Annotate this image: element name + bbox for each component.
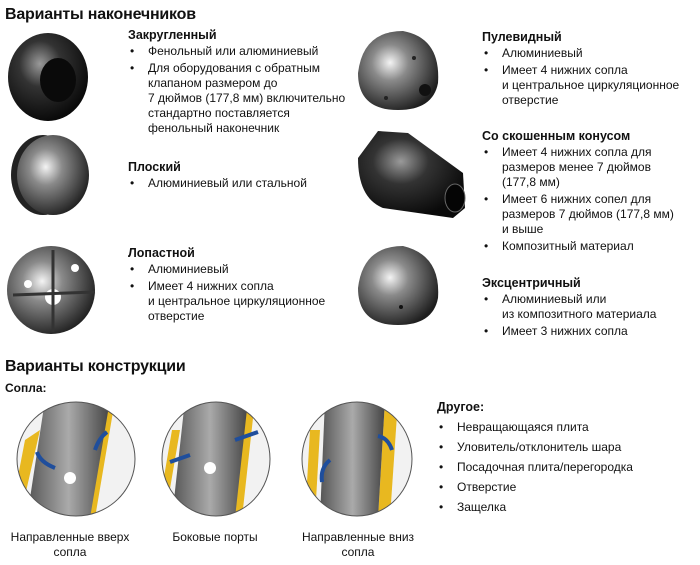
- bullet: Имеет 6 нижних сопел для размеров 7 дюйм…: [482, 192, 674, 237]
- flat-tip-image: [11, 135, 89, 215]
- bullet: Алюминиевый или стальной: [128, 176, 307, 191]
- beveled-cone-tip-image: [358, 131, 466, 218]
- rounded-tip-image: [8, 33, 88, 121]
- tip-paddle: ЛопастнойАлюминиевыйИмеет 4 нижних сопла…: [128, 246, 325, 326]
- bullet-tip-image: [358, 31, 439, 110]
- bullet: Имеет 4 нижних сопла для размеров менее …: [482, 145, 674, 190]
- other-options: Другое: Невращающаяся плита Уловитель/от…: [437, 400, 633, 520]
- tip-name: Пулевидный: [482, 30, 562, 44]
- side-ports-image: [161, 401, 271, 517]
- bullet: Имеет 4 нижних сопла и центральное цирку…: [128, 279, 325, 324]
- upward-nozzles-image: [16, 401, 136, 517]
- bullet: Имеет 3 нижних сопла: [482, 324, 656, 339]
- bullet: Композитный материал: [482, 239, 674, 254]
- downward-nozzles-image: [301, 401, 413, 517]
- design-section-title: Варианты конструкции: [5, 358, 186, 375]
- tip-bullet: ПулевидныйАлюминиевыйИмеет 4 нижних сопл…: [482, 30, 679, 110]
- bullet: Алюминиевый или из композитного материал…: [482, 292, 656, 322]
- eccentric-tip-image: [358, 246, 439, 325]
- other-label: Другое:: [437, 400, 485, 414]
- caption-side-ports: Боковые порты: [172, 530, 258, 544]
- tip-eccentric: ЭксцентричныйАлюминиевый или из композит…: [482, 276, 656, 341]
- tips-section-title: Варианты наконечников: [5, 6, 196, 23]
- tip-beveled-cone: Со скошенным конусомИмеет 4 нижних сопла…: [482, 129, 674, 256]
- bullet: Алюминиевый: [128, 262, 325, 277]
- nozzles-label: Сопла:: [5, 381, 47, 395]
- bullet: Фенольный или алюминиевый: [128, 44, 345, 59]
- caption-upward-nozzles: Направленные вверх сопла: [10, 530, 130, 559]
- other-item: Отверстие: [437, 480, 633, 495]
- tip-name: Плоский: [128, 160, 181, 174]
- paddle-tip-image: [7, 246, 96, 334]
- other-item: Посадочная плита/перегородка: [437, 460, 633, 475]
- tip-flat: ПлоскийАлюминиевый или стальной: [128, 160, 307, 193]
- other-item: Защелка: [437, 500, 633, 515]
- bullet: Имеет 4 нижних сопла и центральное цирку…: [482, 63, 679, 108]
- bullet: Алюминиевый: [482, 46, 679, 61]
- tip-name: Лопастной: [128, 246, 195, 260]
- caption-downward-nozzles: Направленные вниз сопла: [301, 530, 415, 559]
- other-item: Уловитель/отклонитель шара: [437, 440, 633, 455]
- bullet: Для оборудования с обратным клапаном раз…: [128, 61, 345, 136]
- tip-name: Закругленный: [128, 28, 217, 42]
- tip-rounded: ЗакругленныйФенольный или алюминиевыйДля…: [128, 28, 345, 138]
- tip-name: Со скошенным конусом: [482, 129, 631, 143]
- tip-name: Эксцентричный: [482, 276, 581, 290]
- other-item: Невращающаяся плита: [437, 420, 633, 435]
